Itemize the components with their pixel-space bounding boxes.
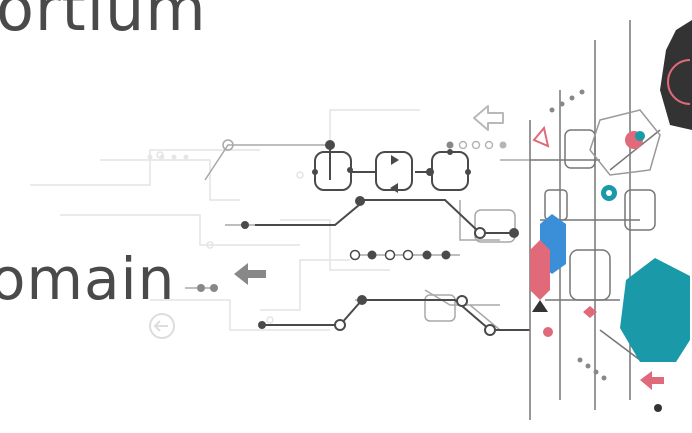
hexagon-outline	[589, 109, 661, 176]
arrow-left-pink-icon	[640, 371, 664, 390]
arrow-node	[210, 284, 218, 292]
arrow-node	[197, 284, 205, 292]
faint-circuit-lines	[30, 109, 420, 331]
dark-circuit-lines	[255, 145, 530, 331]
arrow-left-icon	[234, 263, 266, 285]
dot-row-bottom	[349, 249, 451, 261]
dark-nodes	[241, 140, 519, 329]
ring-pink-icon	[667, 59, 691, 105]
dot-row-top	[446, 140, 507, 150]
faint-dot-row	[147, 154, 189, 160]
small-accent-icons	[532, 125, 662, 412]
hexagon-charcoal	[660, 20, 692, 130]
hexagon-teal-large	[620, 258, 690, 362]
arrow-left-outline-icon	[473, 105, 504, 131]
right-cluster-dots	[549, 89, 607, 381]
subtitle-fragment: omain	[0, 245, 176, 313]
circle-arrow-icon	[149, 313, 175, 339]
connector-box-arrows	[312, 149, 471, 193]
title-fragment: ortium	[0, 0, 207, 45]
hexagon-pink	[530, 240, 550, 300]
open-nodes	[334, 227, 496, 336]
